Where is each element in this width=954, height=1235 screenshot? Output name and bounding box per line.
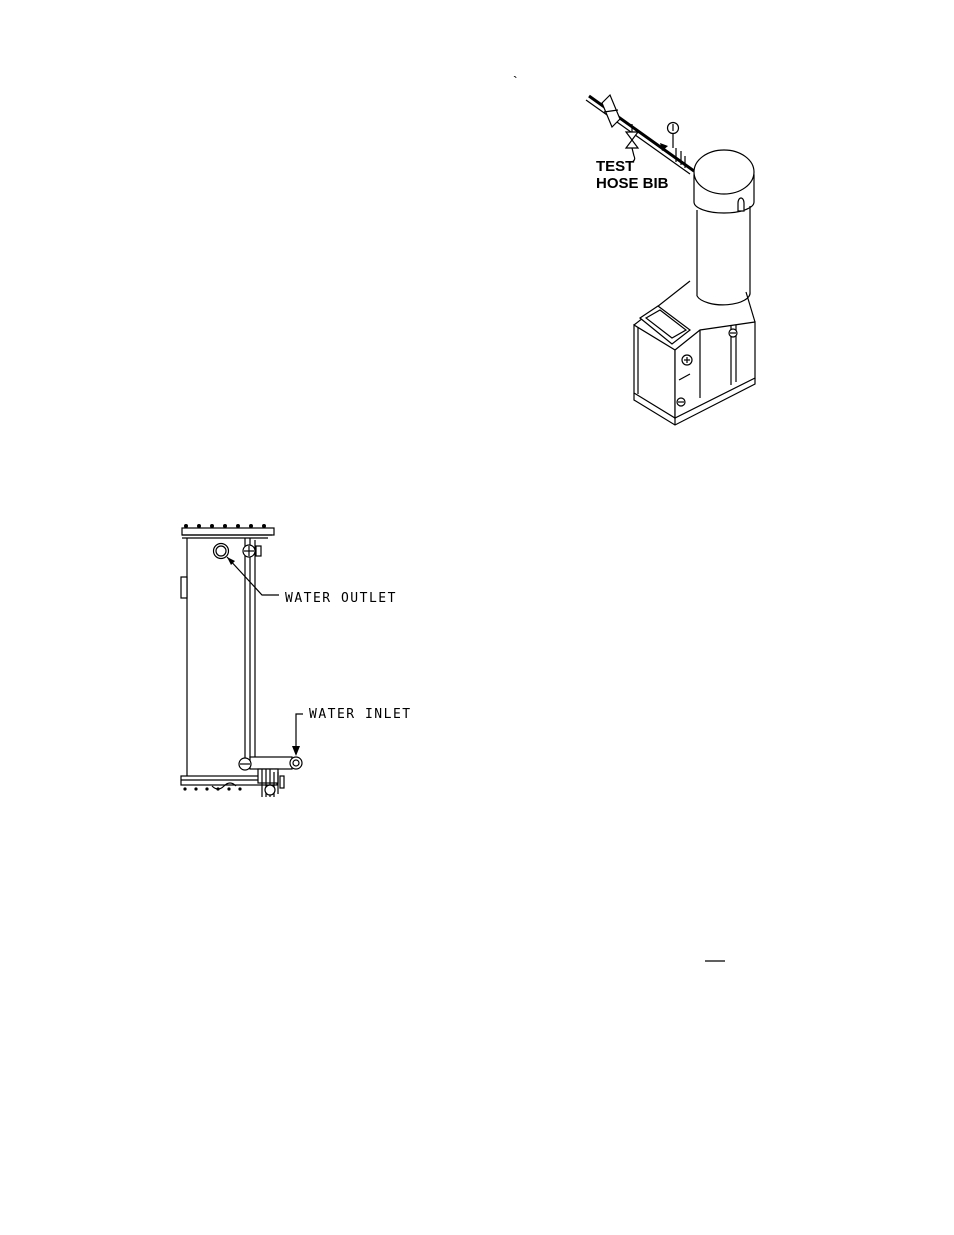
- water-inlet-piping: [239, 757, 302, 770]
- top-fitting-icon: [243, 545, 261, 557]
- top-flange: [182, 524, 274, 538]
- water-inlet-label: WATER INLET: [309, 707, 412, 722]
- flue-cap: [694, 150, 754, 213]
- exchanger-shell: [181, 538, 255, 776]
- stray-mark: `: [513, 73, 518, 89]
- pressure-gauge-icon: [668, 123, 679, 149]
- gate-valve-icon: [602, 95, 620, 127]
- boiler-cabinet: [634, 281, 755, 425]
- water-outlet-nozzle-icon: [214, 544, 229, 559]
- water-outlet-leader: [227, 557, 279, 595]
- water-outlet-label: WATER OUTLET: [285, 591, 397, 606]
- test-label-line1: TEST: [596, 158, 634, 175]
- boiler-diagram: TEST HOSE BIB: [586, 95, 755, 425]
- drain-valve-assembly-icon: [258, 769, 284, 797]
- flue-pipe: [697, 206, 750, 305]
- test-label-line2: HOSE BIB: [596, 175, 669, 192]
- heat-exchanger-diagram: WATER OUTLET WATER INLET: [181, 524, 412, 797]
